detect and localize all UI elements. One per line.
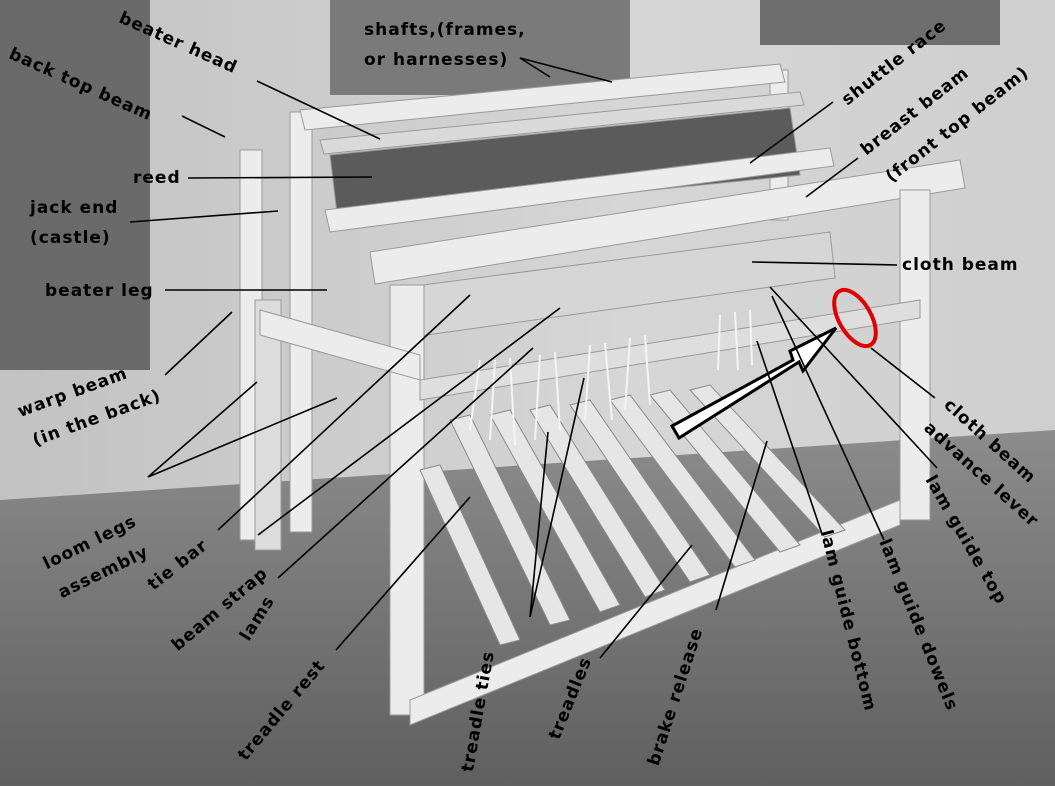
label-jack-end-line1: jack end — [30, 198, 119, 218]
label-shafts-line1: shafts,(frames, — [364, 20, 526, 40]
highlight-ellipse — [832, 287, 878, 349]
pointer-arrow — [669, 326, 838, 441]
hanging-textile-right — [760, 0, 1000, 45]
hanging-textile-back — [330, 0, 630, 95]
label-cloth-beam: cloth beam — [902, 255, 1019, 275]
label-jack-end-line2: (castle) — [30, 228, 111, 248]
label-beater-leg: beater leg — [45, 281, 154, 301]
leader-lines — [129, 57, 938, 659]
label-shafts-line2: or harnesses) — [364, 50, 509, 70]
treadle-ties-group — [469, 309, 753, 446]
label-reed: reed — [133, 168, 181, 188]
hanging-textile-left — [0, 0, 150, 370]
loom-frame — [239, 63, 966, 726]
